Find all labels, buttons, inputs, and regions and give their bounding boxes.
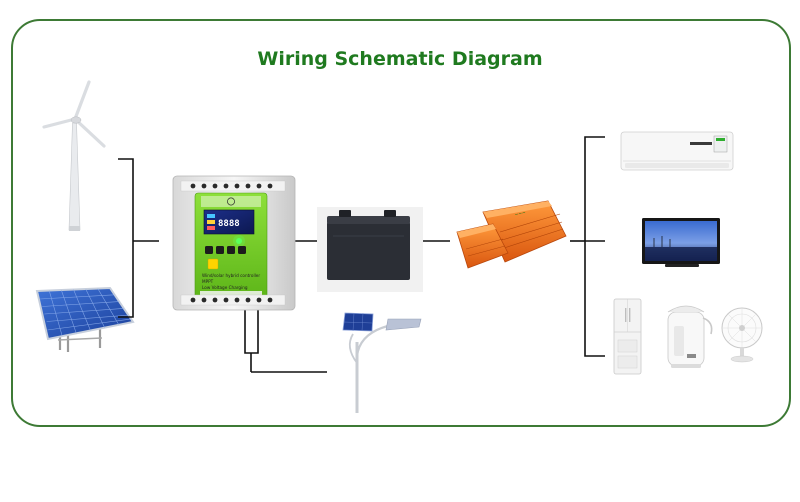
controller-text-3: Low Voltage Charging	[202, 285, 248, 290]
battery-icon	[317, 207, 423, 292]
wiring-lines	[118, 136, 605, 373]
air-conditioner-icon	[620, 131, 734, 171]
controller-display: 8888	[218, 219, 240, 229]
wind-turbine-icon	[42, 80, 106, 231]
svg-text:~~~: ~~~	[514, 211, 526, 218]
street-light-icon	[342, 312, 422, 413]
charge-controller-icon: 8888 Wind/solar hybrid controller MPPT L…	[172, 175, 296, 311]
kettle-icon	[667, 305, 713, 368]
inverter-icon: ~~~	[456, 200, 567, 269]
solar-panel-icon	[35, 286, 135, 352]
refrigerator-icon	[613, 298, 642, 375]
diagram-title: Wiring Schematic Diagram	[257, 48, 543, 70]
fan-icon	[721, 307, 763, 363]
tv-icon	[642, 218, 720, 267]
controller-text-1: Wind/solar hybrid controller	[202, 273, 260, 278]
controller-text-2: MPPT	[202, 279, 214, 284]
